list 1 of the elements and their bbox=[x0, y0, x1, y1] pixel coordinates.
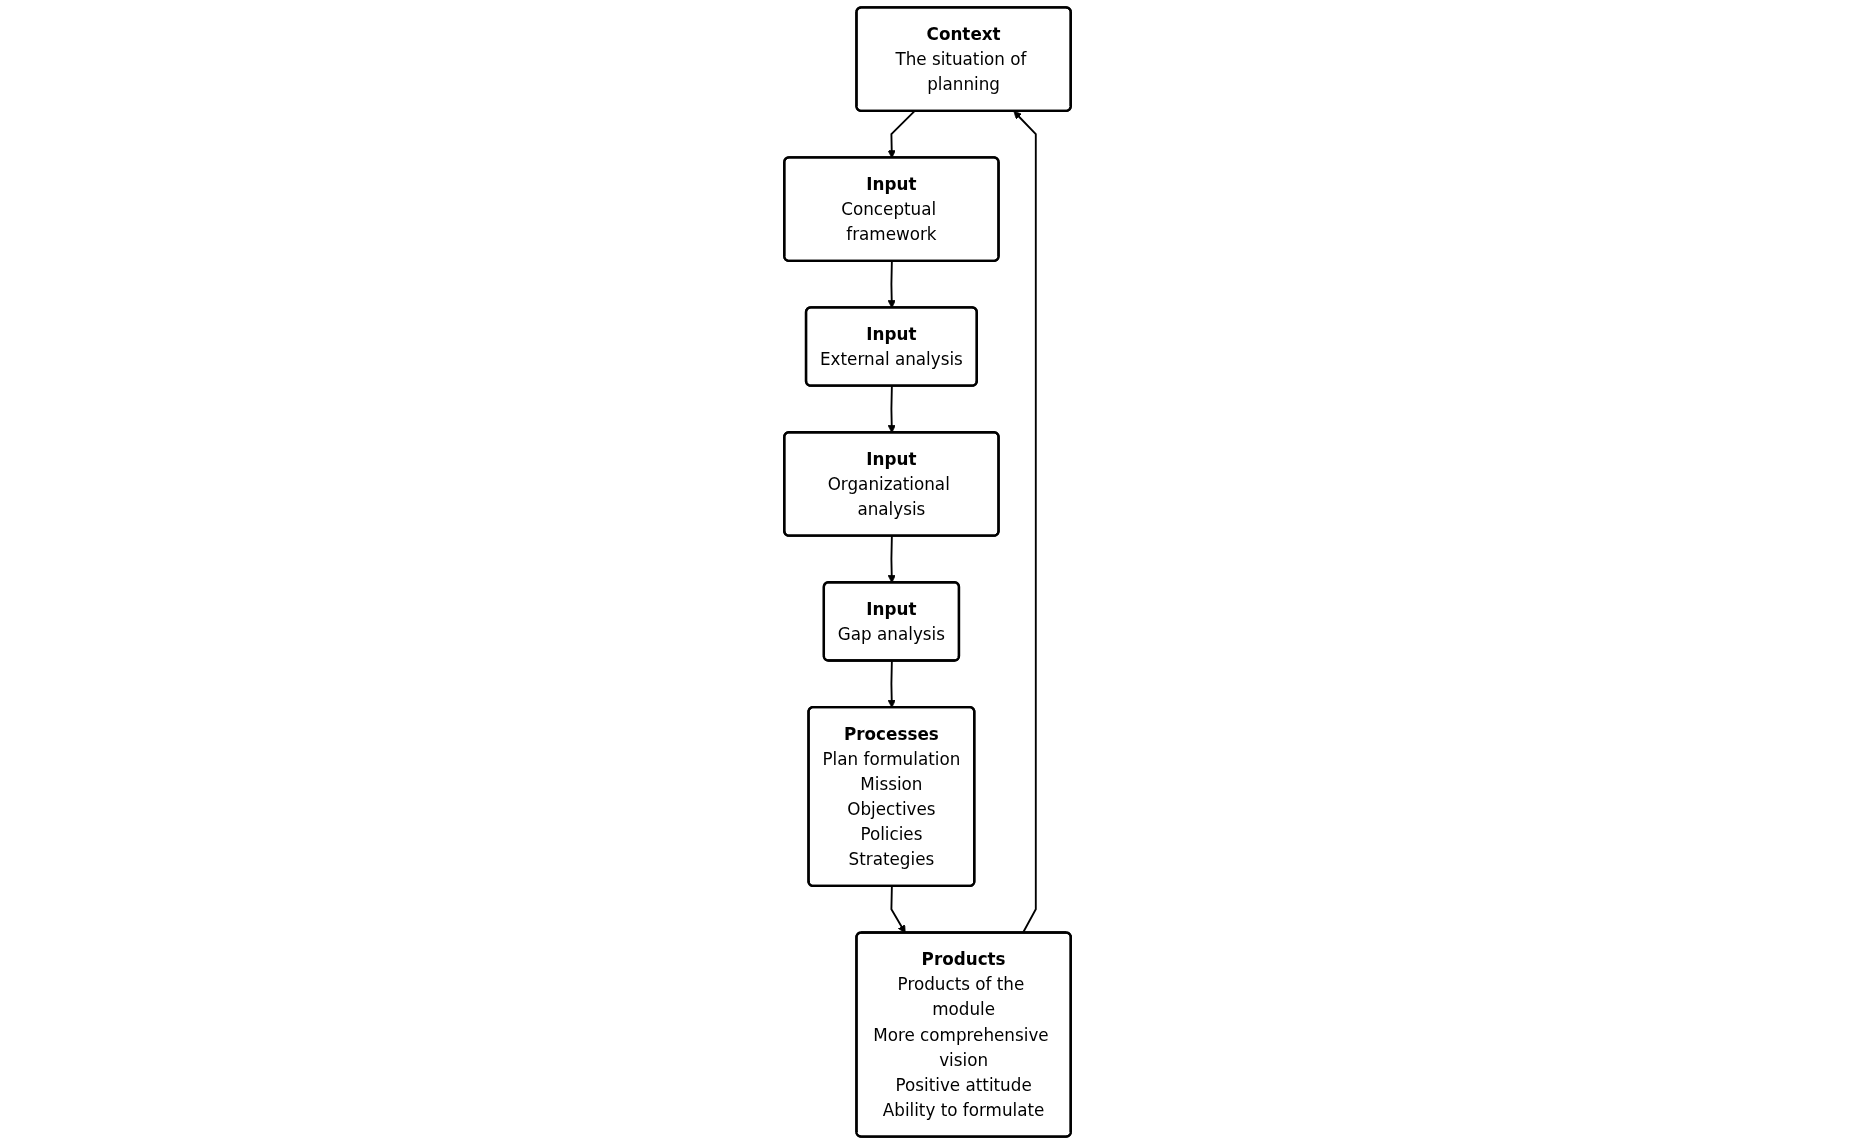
arrow bbox=[887, 660, 896, 708]
